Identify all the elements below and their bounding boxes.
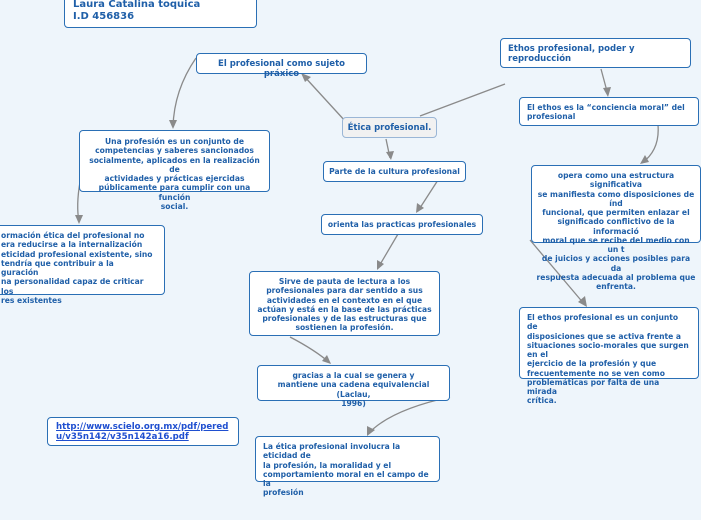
arrowhead — [416, 203, 424, 213]
author-id: I.D 456836 — [73, 10, 135, 22]
connector-opera-conjunto — [529, 239, 586, 306]
arrowhead — [377, 260, 384, 270]
arrowhead — [322, 355, 331, 364]
node-formacion-etica[interactable]: ormación ética del profesional no era re… — [0, 225, 165, 305]
author-header: Laura Catalina toquica I.D 456836 — [64, 0, 257, 28]
node-ethos-conciencia[interactable]: El ethos es la “conciencia moral” del pr… — [519, 97, 699, 126]
node-formacion-etica-label: ormación ética del profesional no era re… — [1, 231, 153, 305]
connector-etica-sujeto — [302, 74, 347, 123]
node-opera-label: opera como una estructura significativa … — [536, 171, 696, 291]
node-sirve-pauta-label: Sirve de pauta de lectura a los profesio… — [257, 277, 432, 333]
node-orienta-practicas-label: orienta las practicas profesionales — [327, 220, 477, 229]
node-orienta-practicas[interactable]: orienta las practicas profesionales — [321, 214, 483, 235]
node-ethos-conciencia-label: El ethos es la “conciencia moral” del pr… — [527, 103, 685, 122]
author-name: Laura Catalina toquica — [73, 0, 201, 10]
node-parte-cultura[interactable]: Parte de la cultura profesional — [323, 161, 466, 182]
node-parte-cultura-label: Parte de la cultura profesional — [329, 167, 460, 176]
connector-etica-ethos — [419, 83, 506, 117]
connector-parte-orienta — [417, 179, 439, 212]
node-cadena-equivalencial[interactable]: gracias a la cual se genera y mantiene u… — [257, 365, 450, 408]
node-una-profesion[interactable]: Una profesión es un conjunto de competen… — [79, 130, 270, 211]
arrowhead — [367, 426, 375, 436]
node-una-profesion-label: Una profesión es un conjunto de competen… — [89, 137, 260, 211]
node-ethos-conjunto-label: El ethos profesional es un conjunto de d… — [527, 313, 689, 406]
node-sirve-pauta[interactable]: Sirve de pauta de lectura a los profesio… — [249, 271, 440, 336]
node-ethos-poder[interactable]: Ethos profesional, poder y reproducción — [500, 38, 691, 68]
node-cadena-equivalencial-label: gracias a la cual se genera y mantiene u… — [277, 371, 430, 408]
arrowhead — [301, 73, 311, 82]
node-etica-profesional-label: Ética profesional. — [347, 123, 432, 133]
connector-sujeto-profesion — [172, 57, 197, 128]
connector-orienta-sirve — [377, 233, 399, 269]
arrowhead — [386, 151, 394, 160]
arrowhead — [169, 120, 177, 129]
arrowhead — [75, 215, 83, 224]
reference-link-text[interactable]: http://www.scielo.org.mx/pdf/pered u/v35… — [56, 422, 229, 443]
node-etica-profesional[interactable]: Ética profesional. — [342, 117, 437, 138]
node-opera[interactable]: opera como una estructura significativa … — [531, 165, 701, 291]
reference-link[interactable]: http://www.scielo.org.mx/pdf/pered u/v35… — [47, 417, 239, 446]
node-ethos-poder-label: Ethos profesional, poder y reproducción — [508, 44, 635, 65]
arrowhead — [603, 87, 611, 97]
node-etica-involucra-label: La ética profesional involucra la eticid… — [263, 442, 429, 498]
node-ethos-conjunto[interactable]: El ethos profesional es un conjunto de d… — [519, 307, 699, 405]
node-sujeto-praxico-label: El profesional como sujeto práxico — [218, 59, 345, 80]
arrowhead — [640, 155, 649, 164]
node-etica-involucra[interactable]: La ética profesional involucra la eticid… — [255, 436, 440, 497]
node-sujeto-praxico[interactable]: El profesional como sujeto práxico — [196, 53, 367, 79]
arrowhead — [578, 296, 587, 307]
